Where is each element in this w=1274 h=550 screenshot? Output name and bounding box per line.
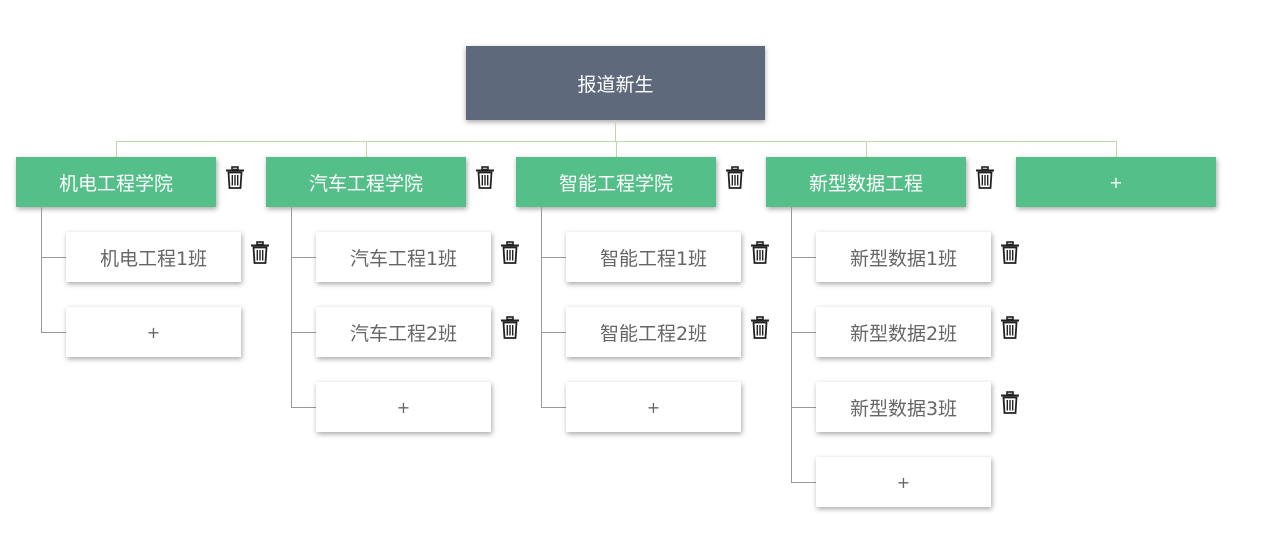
college-connector bbox=[1116, 141, 1117, 157]
add-label: + bbox=[146, 322, 161, 342]
root-node[interactable]: 报道新生 bbox=[466, 46, 765, 120]
class-connector bbox=[541, 407, 566, 408]
class-name: 智能工程2班 bbox=[599, 322, 708, 345]
college-name: 智能工程学院 bbox=[558, 172, 673, 195]
class-node[interactable]: 汽车工程2班 bbox=[316, 307, 491, 357]
college-node-1[interactable]: 机电工程学院 bbox=[16, 157, 216, 207]
add-label: + bbox=[646, 397, 661, 417]
class-connector-trunk bbox=[291, 207, 292, 407]
college-name: 机电工程学院 bbox=[58, 172, 173, 195]
trash-icon[interactable] bbox=[1000, 316, 1020, 340]
root-connector bbox=[615, 120, 616, 141]
class-node[interactable]: 新型数据3班 bbox=[816, 382, 991, 432]
add-class-button[interactable]: + bbox=[816, 457, 991, 507]
class-connector bbox=[291, 407, 316, 408]
class-name: 汽车工程2班 bbox=[349, 322, 458, 345]
college-connector bbox=[116, 141, 117, 157]
class-node[interactable]: 智能工程2班 bbox=[566, 307, 741, 357]
add-label: + bbox=[396, 397, 411, 417]
class-connector bbox=[791, 332, 816, 333]
college-connector bbox=[866, 141, 867, 157]
trash-icon[interactable] bbox=[975, 166, 995, 190]
trash-icon[interactable] bbox=[725, 166, 745, 190]
college-node-2[interactable]: 汽车工程学院 bbox=[266, 157, 466, 207]
add-class-button[interactable]: + bbox=[316, 382, 491, 432]
class-connector bbox=[541, 332, 566, 333]
trash-icon[interactable] bbox=[1000, 391, 1020, 415]
add-label: + bbox=[896, 472, 911, 492]
trash-icon[interactable] bbox=[500, 316, 520, 340]
add-class-button[interactable]: + bbox=[66, 307, 241, 357]
root-node-label: 报道新生 bbox=[577, 73, 654, 96]
class-connector bbox=[791, 257, 816, 258]
trash-icon[interactable] bbox=[750, 316, 770, 340]
add-class-button[interactable]: + bbox=[566, 382, 741, 432]
class-node[interactable]: 汽车工程1班 bbox=[316, 232, 491, 282]
class-connector bbox=[41, 332, 66, 333]
add-college-button[interactable]: + bbox=[1016, 157, 1216, 207]
class-node[interactable]: 新型数据1班 bbox=[816, 232, 991, 282]
college-node-3[interactable]: 智能工程学院 bbox=[516, 157, 716, 207]
class-name: 机电工程1班 bbox=[99, 247, 208, 270]
trash-icon[interactable] bbox=[1000, 241, 1020, 265]
college-name: 汽车工程学院 bbox=[308, 172, 423, 195]
trash-icon[interactable] bbox=[500, 241, 520, 265]
trash-icon[interactable] bbox=[750, 241, 770, 265]
class-connector-trunk bbox=[41, 207, 42, 332]
class-connector bbox=[791, 407, 816, 408]
class-connector-trunk bbox=[541, 207, 542, 407]
class-name: 新型数据2班 bbox=[849, 322, 958, 345]
trash-icon[interactable] bbox=[250, 241, 270, 265]
class-node[interactable]: 智能工程1班 bbox=[566, 232, 741, 282]
class-node[interactable]: 新型数据2班 bbox=[816, 307, 991, 357]
trash-icon[interactable] bbox=[225, 166, 245, 190]
class-name: 新型数据1班 bbox=[849, 247, 958, 270]
college-connector bbox=[366, 141, 367, 157]
class-name: 智能工程1班 bbox=[599, 247, 708, 270]
add-label: + bbox=[1109, 172, 1123, 192]
class-connector bbox=[291, 257, 316, 258]
class-connector-trunk bbox=[791, 207, 792, 482]
class-name: 新型数据3班 bbox=[849, 397, 958, 420]
class-connector bbox=[41, 257, 66, 258]
class-connector bbox=[291, 332, 316, 333]
class-node[interactable]: 机电工程1班 bbox=[66, 232, 241, 282]
trash-icon[interactable] bbox=[475, 166, 495, 190]
college-node-4[interactable]: 新型数据工程 bbox=[766, 157, 966, 207]
class-name: 汽车工程1班 bbox=[349, 247, 458, 270]
college-name: 新型数据工程 bbox=[808, 172, 923, 195]
class-connector bbox=[791, 482, 816, 483]
class-connector bbox=[541, 257, 566, 258]
college-connector bbox=[616, 141, 617, 157]
